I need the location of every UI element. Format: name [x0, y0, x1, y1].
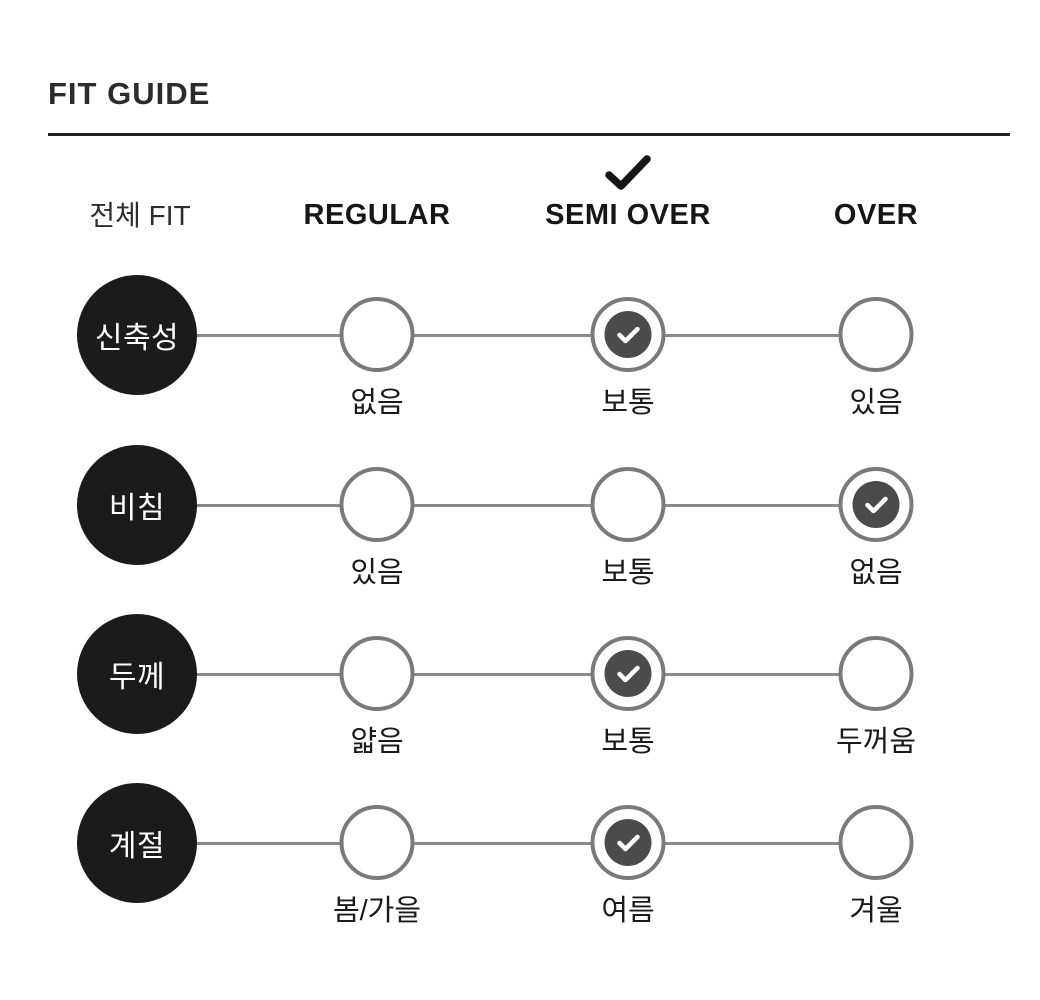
- selected-dot: [852, 481, 900, 528]
- option-label: 없음: [350, 387, 404, 419]
- option-label: 없음: [849, 557, 903, 589]
- divider: [48, 133, 1010, 136]
- checkmark-icon: [605, 155, 651, 190]
- checkmark-icon: [616, 665, 640, 682]
- selected-dot: [604, 650, 652, 697]
- header-col-over: OVER: [833, 199, 919, 231]
- connector-line: [137, 334, 876, 337]
- selected-dot: [604, 311, 652, 358]
- option-label: 보통: [601, 387, 655, 419]
- fit-option: [838, 467, 914, 542]
- row-category-badge: 두께: [77, 614, 197, 734]
- checkmark-icon: [864, 496, 888, 513]
- fit-option: [838, 297, 914, 372]
- fit-row-elasticity: 신축성 없음 보통 있음: [0, 275, 1040, 435]
- fit-option: [590, 636, 666, 711]
- checkmark-icon: [616, 834, 640, 851]
- fit-row-sheerness: 비침 있음 보통 없음: [0, 445, 1040, 605]
- connector-line: [137, 842, 876, 845]
- row-category-badge: 비침: [77, 445, 197, 565]
- option-label: 있음: [849, 387, 903, 419]
- fit-option: [339, 297, 415, 372]
- fit-option: [590, 467, 666, 542]
- fit-option: [838, 636, 914, 711]
- fit-option: [339, 636, 415, 711]
- fit-option: [590, 297, 666, 372]
- connector-line: [137, 673, 876, 676]
- fit-row-season: 계절 봄/가을 여름 겨울: [0, 783, 1040, 943]
- selected-dot: [604, 819, 652, 866]
- option-label: 있음: [350, 557, 404, 589]
- option-label: 보통: [601, 726, 655, 758]
- fit-option: [339, 805, 415, 880]
- header-col-regular: REGULAR: [303, 199, 451, 231]
- header-col-semi-over: SEMI OVER: [545, 199, 711, 231]
- option-label: 얇음: [350, 726, 404, 758]
- option-label: 겨울: [849, 895, 903, 927]
- option-label: 두꺼움: [835, 726, 917, 758]
- option-label: 보통: [601, 557, 655, 589]
- row-category-badge: 계절: [77, 783, 197, 903]
- connector-line: [137, 504, 876, 507]
- page-title: FIT GUIDE: [48, 76, 211, 111]
- fit-option: [339, 467, 415, 542]
- fit-option: [590, 805, 666, 880]
- fit-option: [838, 805, 914, 880]
- option-label: 여름: [601, 895, 655, 927]
- checkmark-icon: [616, 326, 640, 343]
- option-label: 봄/가을: [332, 895, 422, 927]
- header-row-label: 전체 FIT: [89, 200, 191, 231]
- row-category-badge: 신축성: [77, 275, 197, 395]
- fit-row-thickness: 두께 얇음 보통 두꺼움: [0, 614, 1040, 774]
